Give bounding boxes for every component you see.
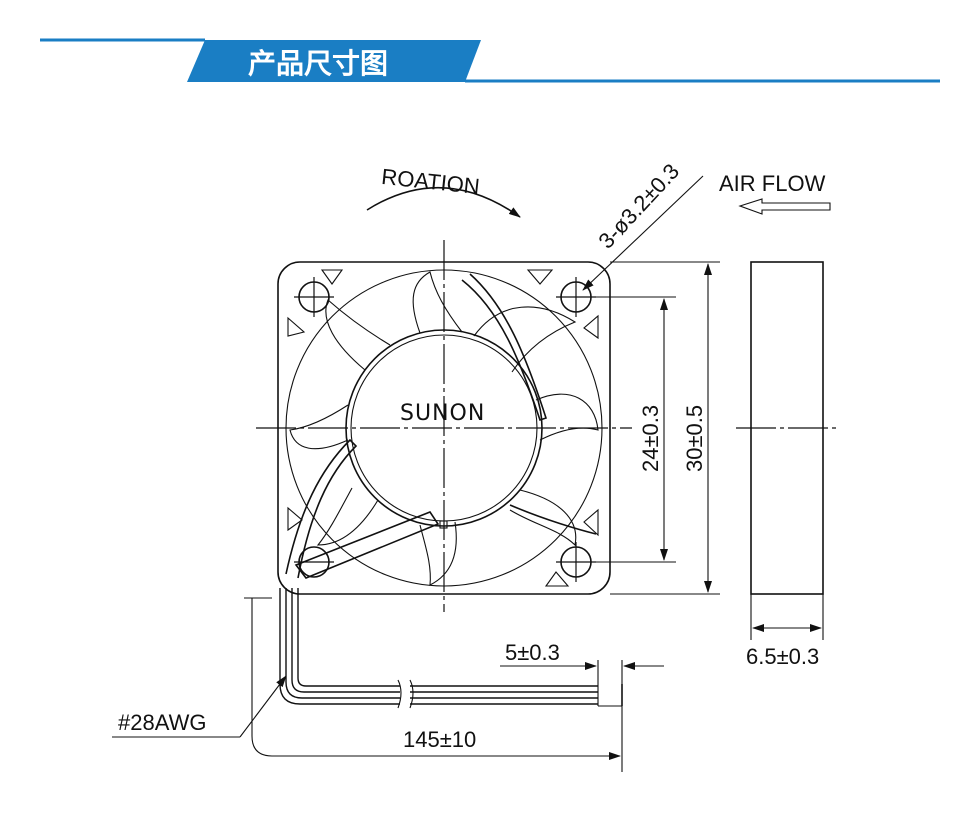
wire-gauge-label: #28AWG xyxy=(118,710,206,735)
corner-rib xyxy=(320,269,344,285)
dim-strip: 5±0.3 xyxy=(500,640,664,684)
rotation-indicator: ROATION xyxy=(366,164,521,218)
corner-rib xyxy=(287,506,303,532)
lead-wires xyxy=(279,588,623,709)
fan-blade xyxy=(316,487,379,546)
corner-rib xyxy=(287,316,306,337)
corner-rib xyxy=(544,571,570,587)
fan-blades xyxy=(289,271,599,586)
fan-blade xyxy=(509,489,577,547)
airflow-indicator: AIR FLOW xyxy=(719,171,831,215)
dim-hole-spacing-label: 24±0.3 xyxy=(638,405,663,472)
header-title-banner xyxy=(187,40,481,82)
lead-wire xyxy=(297,588,400,687)
fan-blade xyxy=(419,521,457,586)
lead-wire xyxy=(285,588,400,699)
fan-wire-channel xyxy=(294,511,440,579)
airflow-arrow-icon xyxy=(738,198,831,215)
header-title: 产品尺寸图 xyxy=(248,47,388,80)
dim-overall: 30±0.5 xyxy=(610,261,720,595)
dim-overall-label: 30±0.5 xyxy=(682,405,707,472)
rotation-label: ROATION xyxy=(380,164,481,199)
fan-spoke xyxy=(461,273,548,422)
fan-blade xyxy=(535,393,599,441)
fan-side-view: 6.5±0.3 xyxy=(736,261,840,669)
wire-gauge-callout: #28AWG xyxy=(112,675,287,738)
hole-callout: 3-ø3.2±0.3 xyxy=(582,159,704,291)
fan-spoke xyxy=(509,504,597,535)
lead-wire xyxy=(291,588,400,693)
brand-label: SUNON xyxy=(400,401,485,426)
fan-blade xyxy=(473,306,577,373)
corner-rib xyxy=(583,314,599,340)
fan-front-view: SUNON xyxy=(256,240,632,612)
dim-lead-length: 145±10 xyxy=(244,597,623,772)
hole-callout-label: 3-ø3.2±0.3 xyxy=(593,159,684,254)
airflow-label: AIR FLOW xyxy=(719,171,826,196)
hole-callout-leader xyxy=(582,175,704,291)
dim-strip-label: 5±0.3 xyxy=(505,640,560,665)
rotation-arrow xyxy=(366,186,521,218)
dim-thickness-label: 6.5±0.3 xyxy=(746,644,819,669)
corner-rib xyxy=(526,269,554,285)
dim-hole-spacing: 24±0.3 xyxy=(592,296,676,563)
corner-rib xyxy=(583,508,599,537)
fan-spoke xyxy=(285,438,358,579)
fan-blade xyxy=(412,271,463,334)
section-header: 产品尺寸图 xyxy=(40,38,940,83)
dimension-line xyxy=(251,735,621,760)
wire-gauge-leader xyxy=(239,675,287,738)
fan-blade xyxy=(289,404,349,450)
wire-break xyxy=(397,679,414,709)
dim-lead-length-label: 145±10 xyxy=(403,727,476,752)
